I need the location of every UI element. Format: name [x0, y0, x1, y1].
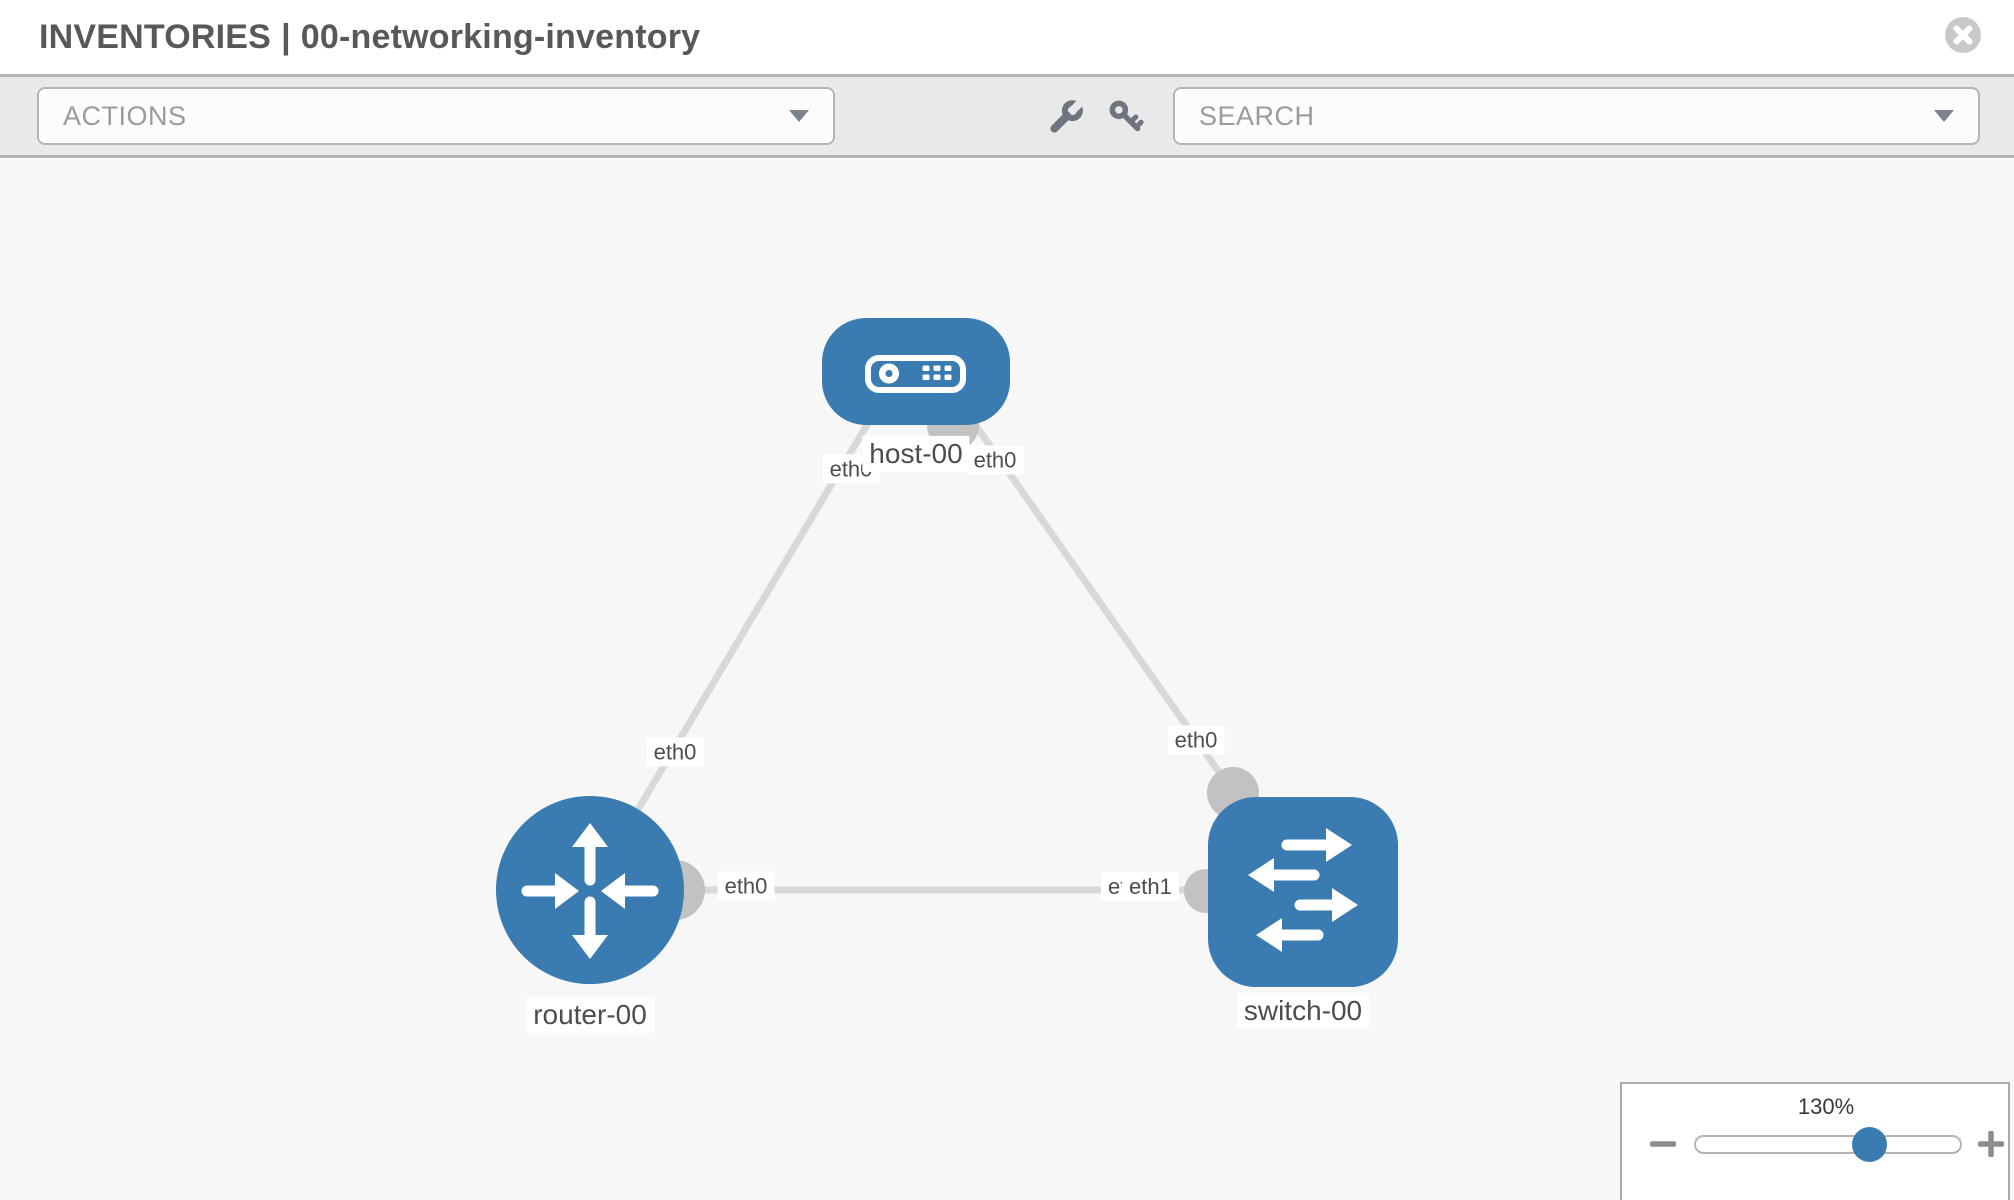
configure-tool-button[interactable] [1042, 95, 1088, 141]
interface-label: eth0 [966, 445, 1024, 475]
credentials-tool-button[interactable] [1104, 95, 1150, 141]
key-icon [1109, 100, 1144, 132]
node-label-switch-00: switch-00 [1236, 992, 1370, 1030]
node-host-00[interactable] [822, 318, 1010, 425]
interface-label: eth0 [1167, 725, 1225, 755]
zoom-control-panel: 130% [1620, 1082, 2010, 1200]
minus-icon [1650, 1141, 1676, 1147]
toolbar: ACTIONS SEARCH [0, 74, 2014, 158]
zoom-slider[interactable] [1694, 1126, 1962, 1162]
actions-dropdown[interactable]: ACTIONS [37, 87, 835, 145]
chevron-down-icon [1934, 110, 1954, 122]
chevron-down-icon [789, 110, 809, 122]
zoom-out-button[interactable] [1648, 1129, 1678, 1159]
header: INVENTORIES|00-networking-inventory [0, 0, 2014, 74]
zoom-slider-thumb[interactable] [1852, 1126, 1887, 1162]
router-arrows-icon [521, 823, 659, 959]
interface-label: eth0 [646, 737, 704, 767]
actions-dropdown-label: ACTIONS [63, 100, 187, 131]
search-dropdown-label: SEARCH [1199, 100, 1315, 131]
topology-canvas[interactable]: eth0 eth0 eth0 eth0 eth0 eth0 eth1 host-… [0, 158, 2014, 1200]
interface-label: eth0 [717, 871, 775, 901]
node-label-router-00: router-00 [526, 996, 654, 1034]
zoom-in-button[interactable] [1976, 1129, 2006, 1159]
title-separator: | [281, 18, 291, 56]
title-prefix: INVENTORIES [39, 18, 272, 56]
page-title: INVENTORIES|00-networking-inventory [39, 0, 700, 74]
link-host-router [586, 401, 884, 892]
wrench-icon [1050, 98, 1085, 133]
server-icon [865, 355, 966, 393]
plus-icon [1978, 1131, 2004, 1157]
close-button[interactable] [1944, 16, 1982, 54]
switch-arrows-icon [1248, 828, 1358, 952]
inventory-name: 00-networking-inventory [300, 18, 701, 56]
search-dropdown[interactable]: SEARCH [1173, 87, 1980, 145]
topology-graph [496, 318, 1398, 987]
zoom-level-value: 130% [1797, 1094, 1855, 1119]
node-label-host-00: host-00 [862, 435, 970, 473]
interface-label: eth1 [1122, 872, 1179, 902]
node-router-00[interactable] [496, 796, 684, 984]
close-icon [1945, 17, 1981, 53]
node-switch-00[interactable] [1208, 797, 1398, 987]
